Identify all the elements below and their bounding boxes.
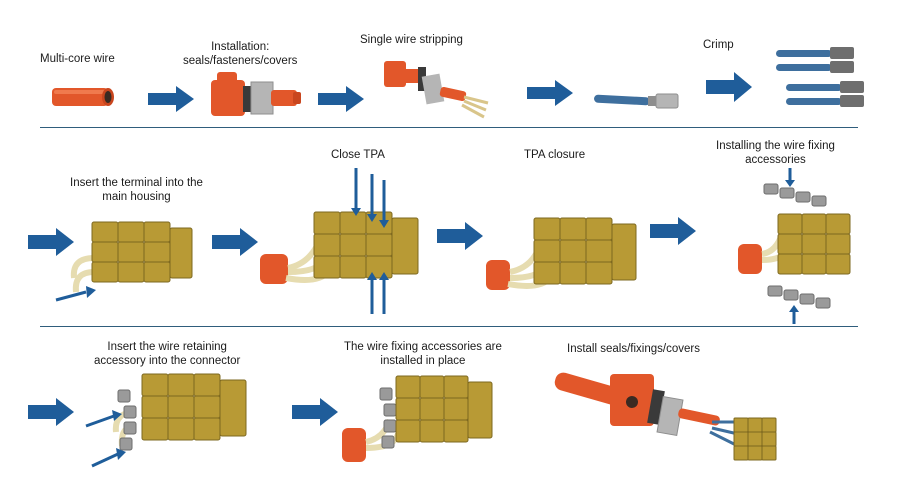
flow-arrow <box>28 228 74 256</box>
step-fixing-installed-label: The wire fixing accessories are installe… <box>344 340 502 368</box>
step-installation-label: Installation: seals/fasteners/covers <box>183 40 297 68</box>
crimped-wires-figure <box>774 44 870 114</box>
flow-arrow <box>650 217 696 245</box>
installing-fixing-accessories-figure <box>736 168 866 324</box>
step-installation-label-line2: seals/fasteners/covers <box>183 55 298 67</box>
step-fixing-installed-label-line2: installed in place <box>380 355 466 367</box>
flow-arrow <box>212 228 258 256</box>
step-insert-terminal-label-line2: main housing <box>102 191 171 203</box>
flow-arrow <box>292 398 338 426</box>
step-insert-retaining-label-line2: accessory into the connector <box>94 355 241 367</box>
step-installing-fixing-label: Installing the wire fixing accessories <box>716 139 835 167</box>
step-installing-fixing-label-line2: accessories <box>745 154 806 166</box>
step-insert-terminal-label: Insert the terminal into the main housin… <box>70 176 203 204</box>
step-tpa-closure-label: TPA closure <box>524 149 586 161</box>
step-close-tpa-label: Close TPA <box>331 149 385 161</box>
step-single-wire-stripping-label: Single wire stripping <box>360 34 463 46</box>
flow-arrow <box>318 86 364 112</box>
connector-housing-figure <box>54 208 204 308</box>
step-insert-retaining-label: Insert the wire retaining accessory into… <box>94 340 240 368</box>
row-divider <box>40 127 858 128</box>
flow-arrow <box>527 80 573 106</box>
close-tpa-figure <box>258 168 428 318</box>
step-crimp-label: Crimp <box>703 39 734 51</box>
flow-arrow <box>706 72 752 102</box>
step-installing-fixing-label-line1: Installing the wire fixing <box>716 140 835 152</box>
step-fixing-installed-label-line1: The wire fixing accessories are <box>344 341 502 353</box>
step-insert-terminal-label-line1: Insert the terminal into the <box>70 177 203 189</box>
flow-arrow <box>28 398 74 426</box>
row-divider <box>40 326 858 327</box>
flow-arrow <box>437 222 483 250</box>
tpa-closure-figure <box>484 198 644 308</box>
multi-core-wire-figure <box>50 82 120 112</box>
step-install-seals-label: Install seals/fixings/covers <box>567 343 700 355</box>
single-wire-stripping-figure <box>380 55 500 127</box>
step-installation-label-line1: Installation: <box>211 41 270 53</box>
final-connector-assembly-figure <box>552 366 792 476</box>
flow-arrow <box>148 86 194 112</box>
step-multi-core-wire-label: Multi-core wire <box>40 53 115 65</box>
fixing-accessories-installed-figure <box>340 368 500 472</box>
step-insert-retaining-label-line1: Insert the wire retaining <box>107 341 227 353</box>
insert-retaining-accessory-figure <box>84 366 254 472</box>
installation-seals-figure <box>205 68 305 124</box>
single-wire-terminal-figure <box>592 88 684 114</box>
